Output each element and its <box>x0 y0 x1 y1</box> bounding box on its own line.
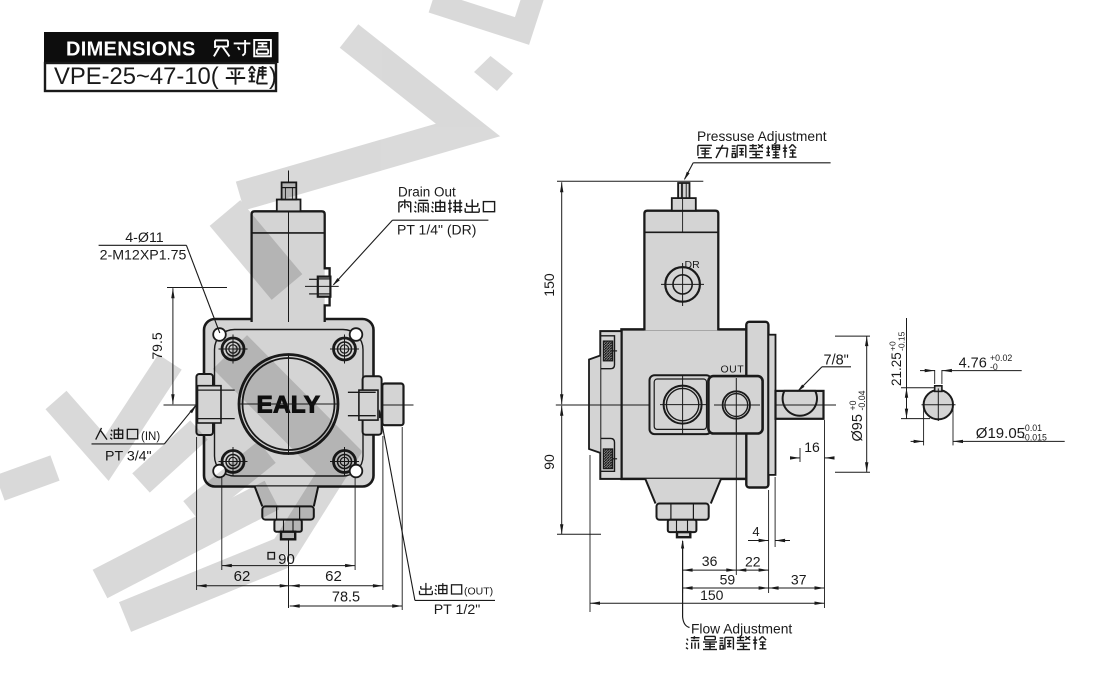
svg-text:-0.15: -0.15 <box>897 331 907 351</box>
svg-text:PT 3/4": PT 3/4" <box>105 449 152 465</box>
svg-text:-0: -0 <box>990 362 998 372</box>
svg-text:Pressuse Adjustment: Pressuse Adjustment <box>697 129 827 144</box>
svg-text:79.5: 79.5 <box>149 332 165 359</box>
svg-text:62: 62 <box>234 568 251 585</box>
svg-text:2-M12XP1.75: 2-M12XP1.75 <box>100 248 187 264</box>
svg-text:4: 4 <box>752 524 759 539</box>
svg-text:Flow Adjustment: Flow Adjustment <box>691 622 792 637</box>
svg-text:DR: DR <box>685 259 701 271</box>
svg-text:(OUT): (OUT) <box>464 586 493 598</box>
svg-text:+0: +0 <box>888 341 898 351</box>
svg-text:4.76: 4.76 <box>959 356 987 372</box>
svg-text:62: 62 <box>325 568 342 585</box>
svg-text:21.25: 21.25 <box>889 352 904 386</box>
svg-text:PT 1/4" (DR): PT 1/4" (DR) <box>397 222 476 238</box>
svg-text:): ) <box>269 63 277 90</box>
svg-text:-0.04: -0.04 <box>857 390 867 410</box>
svg-text:4-Ø11: 4-Ø11 <box>125 230 163 246</box>
svg-text:59: 59 <box>720 572 736 588</box>
svg-text:150: 150 <box>541 273 557 297</box>
svg-text:78.5: 78.5 <box>332 590 360 606</box>
svg-text:-0.015: -0.015 <box>1022 433 1047 443</box>
svg-text:+0: +0 <box>848 400 858 410</box>
svg-text:PT 1/2": PT 1/2" <box>434 602 481 618</box>
svg-text:150: 150 <box>700 587 724 603</box>
svg-text:16: 16 <box>804 439 820 455</box>
svg-text:Drain Out: Drain Out <box>398 185 456 200</box>
svg-text:(IN): (IN) <box>141 431 160 443</box>
svg-text:VPE-25~47-10(: VPE-25~47-10( <box>54 63 219 90</box>
svg-text:OUT: OUT <box>721 364 745 376</box>
svg-text:90: 90 <box>278 551 295 568</box>
svg-text:Ø19.05: Ø19.05 <box>976 425 1025 442</box>
svg-text:22: 22 <box>745 554 761 570</box>
svg-text:+0.02: +0.02 <box>990 353 1012 363</box>
svg-text:DIMENSIONS: DIMENSIONS <box>66 39 196 61</box>
svg-text:-0.01: -0.01 <box>1022 423 1042 433</box>
svg-text:37: 37 <box>791 572 807 588</box>
svg-text:90: 90 <box>541 454 557 470</box>
svg-text:7/8": 7/8" <box>824 353 849 369</box>
svg-text:Ø95: Ø95 <box>850 414 866 441</box>
svg-text:36: 36 <box>702 553 718 569</box>
